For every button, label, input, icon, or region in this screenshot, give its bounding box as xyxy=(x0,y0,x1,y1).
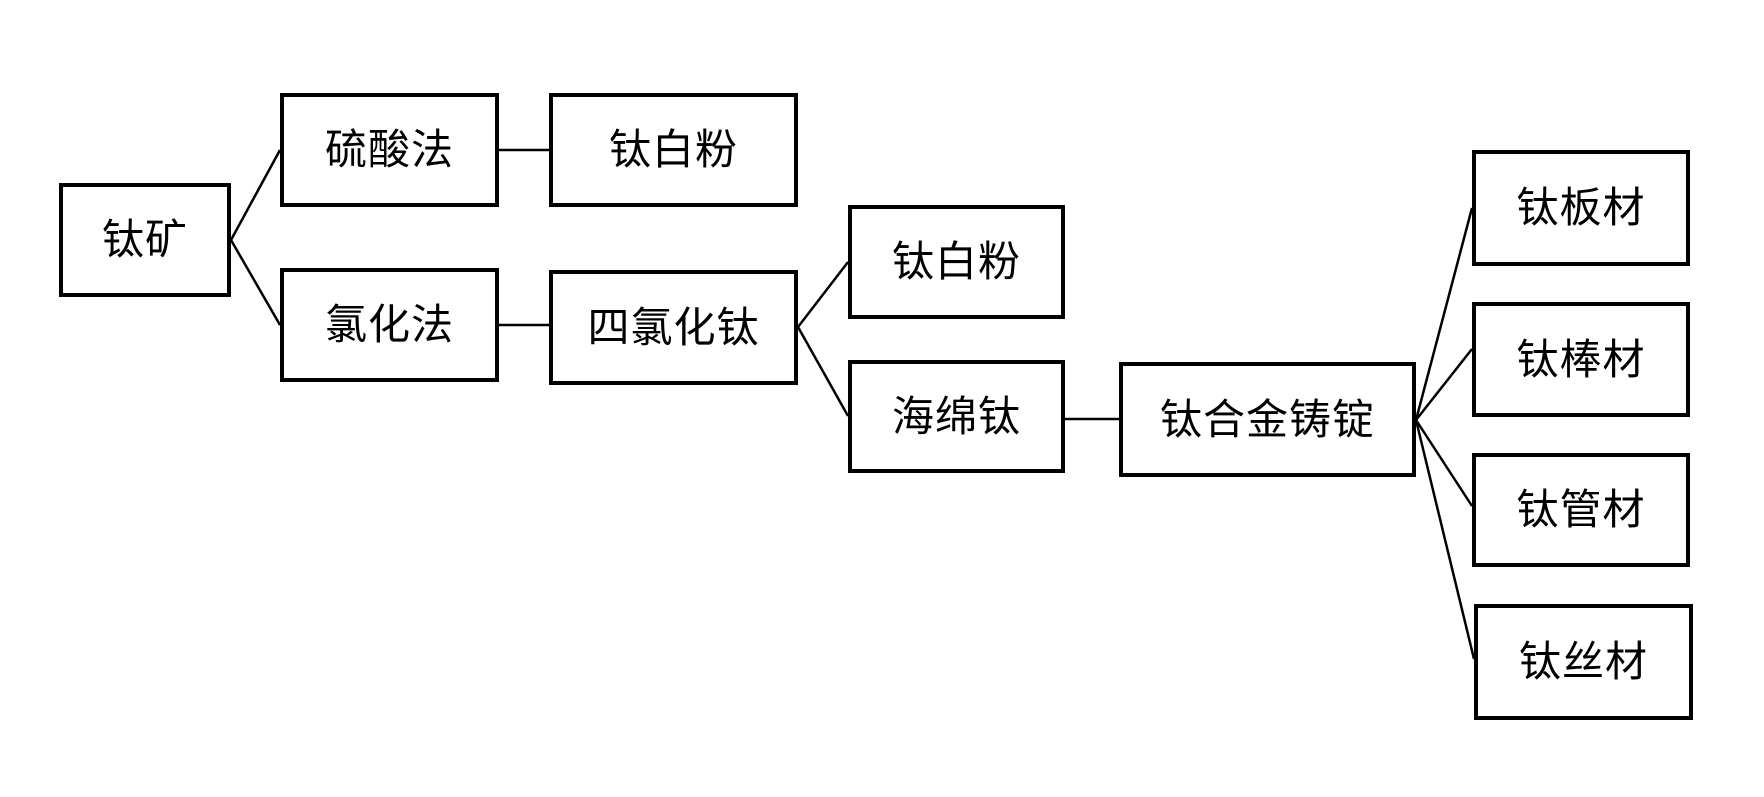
node-titanium-wire: 钛丝材 xyxy=(1474,604,1693,720)
node-titanium-plate: 钛板材 xyxy=(1472,150,1690,266)
node-label: 钛白粉 xyxy=(891,237,1021,286)
edge-ingot-tube xyxy=(1414,419,1474,507)
node-label: 四氯化钛 xyxy=(587,302,760,352)
node-titanium-tube: 钛管材 xyxy=(1472,453,1690,567)
edge-ore-chloride xyxy=(229,239,282,326)
node-titanium-ore: 钛矿 xyxy=(59,183,231,297)
node-label: 硫酸法 xyxy=(324,125,454,174)
node-sulfuric-acid-process: 硫酸法 xyxy=(280,93,499,207)
node-titanium-sponge: 海绵钛 xyxy=(848,360,1065,473)
node-label: 钛合金铸锭 xyxy=(1159,394,1375,444)
node-chloride-process: 氯化法 xyxy=(280,268,499,382)
node-label: 氯化法 xyxy=(324,300,454,349)
node-titanium-dioxide-sulfuric: 钛白粉 xyxy=(549,93,798,207)
node-titanium-dioxide-chloride: 钛白粉 xyxy=(848,205,1065,319)
node-label: 钛丝材 xyxy=(1518,637,1648,686)
node-label: 钛板材 xyxy=(1516,183,1646,232)
edge-ore-sulfuric xyxy=(229,149,282,241)
node-titanium-alloy-ingot: 钛合金铸锭 xyxy=(1119,362,1416,477)
edge-ingot-wire xyxy=(1414,419,1476,660)
edge-ticl4-sponge xyxy=(796,326,850,417)
edge-ingot-rod xyxy=(1415,348,1473,421)
node-label: 钛矿 xyxy=(101,215,188,264)
node-label: 钛白粉 xyxy=(608,125,738,174)
node-label: 钛棒材 xyxy=(1516,334,1646,384)
node-titanium-rod: 钛棒材 xyxy=(1472,302,1690,417)
node-label: 钛管材 xyxy=(1516,485,1646,534)
edge-ticl4-tio2 xyxy=(797,261,849,328)
node-label: 海绵钛 xyxy=(891,391,1021,441)
edge-ingot-plate xyxy=(1414,207,1474,421)
node-titanium-tetrachloride: 四氯化钛 xyxy=(549,270,798,385)
